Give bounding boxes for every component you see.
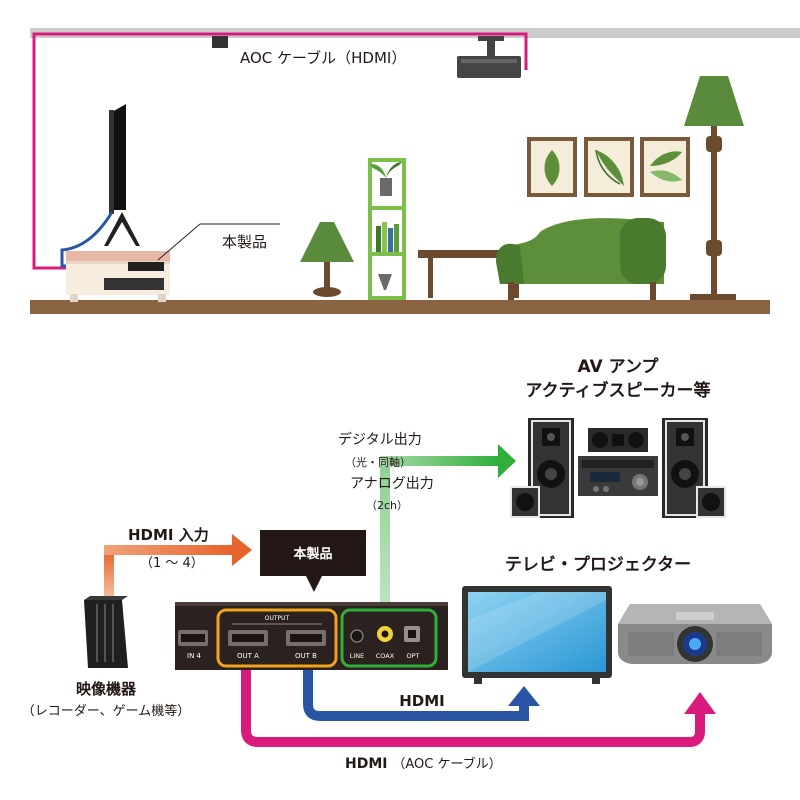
tv-cabinet	[66, 251, 170, 302]
hdmi-aoc-label-sub: （AOC ケーブル）	[392, 756, 501, 772]
product-device-small	[128, 262, 164, 271]
wall-tv	[104, 104, 140, 246]
product-box-label: 本製品	[293, 546, 332, 562]
audio-cable-horizontal	[380, 456, 500, 466]
port-coax-label: COAX	[376, 652, 395, 660]
av-amp-title: AV アンプ	[578, 356, 660, 377]
port-in4-label: IN 4	[187, 652, 202, 660]
input-cable-vertical	[104, 550, 114, 600]
hdmi-blue-arrow	[508, 686, 540, 706]
display-title: テレビ・プロジェクター	[505, 554, 691, 575]
input-arrow-head	[232, 534, 252, 566]
hdmi-aoc-label: HDMI （AOC ケーブル）	[345, 756, 502, 772]
source-subtitle: （レコーダー、ゲーム機等）	[22, 703, 190, 719]
digital-out-label: デジタル出力	[338, 431, 422, 448]
analog-out-label: アナログ出力	[350, 476, 434, 492]
output-header: OUTPUT	[265, 615, 290, 622]
analog-out-sub: （2ch）	[366, 499, 408, 512]
source-device-icon	[84, 596, 128, 668]
room-scene: AOC ケーブル（HDMI） 本製品	[30, 28, 800, 314]
wall-picture-3	[640, 137, 690, 197]
floor	[30, 300, 770, 314]
tv-blue-cable	[60, 211, 130, 268]
audio-frame	[340, 608, 438, 668]
hdmi-aoc-label-main: HDMI	[345, 756, 387, 772]
input-cable-horizontal	[104, 545, 234, 555]
port-line	[350, 629, 364, 643]
table-lamp	[300, 222, 354, 297]
product-leader-line	[157, 223, 201, 261]
ceiling-projector	[457, 36, 521, 78]
wall-picture-2	[584, 137, 634, 197]
port-line-label: LINE	[350, 652, 365, 660]
av-amp-subtitle: アクティブスピーカー等	[525, 380, 710, 401]
hdmi-input-label: HDMI 入力	[128, 526, 209, 544]
hdmi-input-range: （1 ～ 4）	[140, 556, 204, 571]
hdmi-blue-cable	[303, 670, 529, 721]
hdmi-aoc-cable	[241, 670, 705, 747]
floor-lamp	[684, 76, 744, 300]
product-label-scene: 本製品	[222, 233, 267, 251]
hdmi-aoc-arrow	[684, 692, 716, 714]
digital-out-sub: （光・同軸）	[345, 455, 411, 469]
ceiling-mount-box	[212, 36, 228, 48]
audio-cable-vertical	[380, 460, 390, 612]
port-out-a-label: OUT A	[237, 652, 259, 660]
bookshelf	[368, 158, 406, 300]
aoc-cable-route	[32, 32, 528, 270]
product-callout: 本製品	[260, 530, 366, 592]
projector-icon	[618, 604, 772, 664]
source-title: 映像機器	[76, 680, 137, 698]
audio-arrow-head	[498, 444, 516, 478]
hdmi-label: HDMI	[399, 692, 445, 710]
port-out-b-label: OUT B	[295, 652, 317, 660]
av-amp-speakers-icon	[510, 418, 726, 518]
output-frame	[216, 608, 338, 668]
sofa	[496, 218, 666, 300]
wall-picture-1	[527, 137, 577, 197]
aoc-cable-label: AOC ケーブル（HDMI）	[240, 49, 406, 67]
port-opt-label: OPT	[406, 652, 419, 660]
product-rear-panel: IN 4 OUTPUT OUT A OUT B LINE COAX OPT	[175, 602, 448, 670]
tv-display-icon	[462, 586, 612, 684]
